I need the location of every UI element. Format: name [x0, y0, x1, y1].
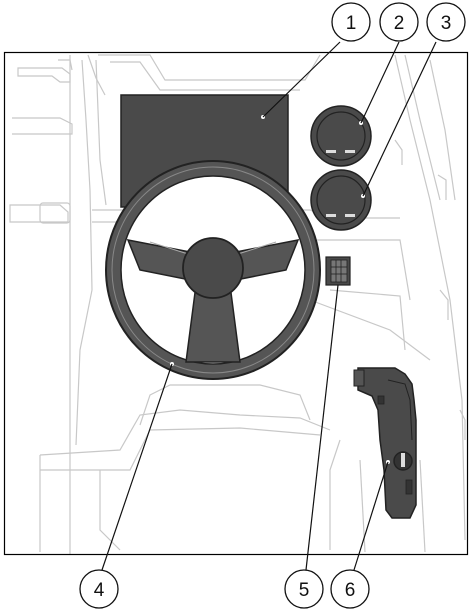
throttle-control	[353, 367, 417, 519]
callout-3: 3	[426, 2, 466, 42]
callout-6-label: 6	[345, 580, 356, 601]
callout-3-label: 3	[441, 13, 452, 34]
callout-1: 1	[331, 2, 371, 42]
callout-1-label: 1	[346, 13, 357, 34]
callout-2: 2	[379, 2, 419, 42]
switch-panel	[325, 256, 351, 286]
callout-2-label: 2	[394, 13, 405, 34]
diagram-frame	[3, 51, 469, 556]
callout-4-label: 4	[94, 580, 105, 601]
callout-5: 5	[284, 569, 324, 609]
gauge-upper	[310, 105, 372, 167]
callout-5-label: 5	[299, 580, 310, 601]
callout-6: 6	[330, 569, 370, 609]
steering-wheel	[105, 160, 321, 380]
leader-lines	[101, 41, 437, 571]
callout-4: 4	[79, 569, 119, 609]
gauge-lower	[310, 169, 372, 231]
